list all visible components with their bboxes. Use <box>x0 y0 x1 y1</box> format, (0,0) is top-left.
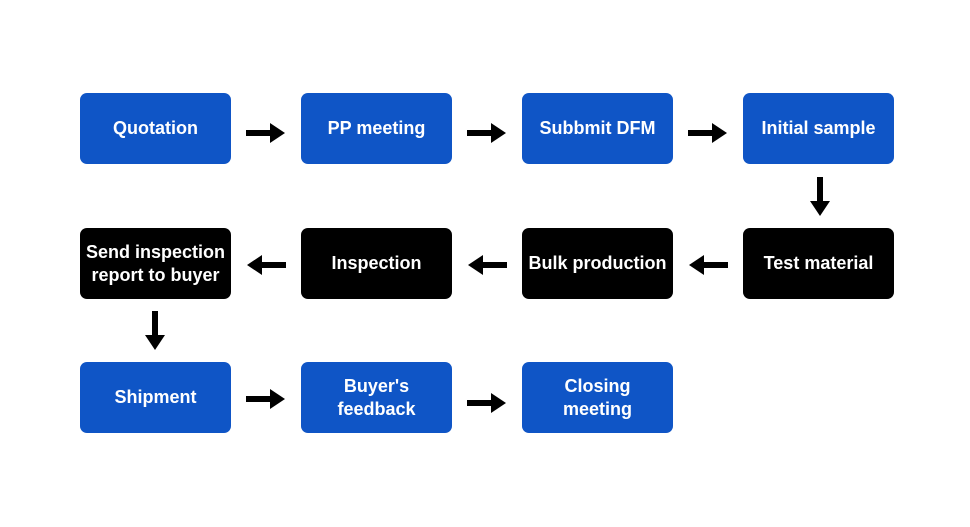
step-buyers-feedback: Buyer's feedback <box>301 362 452 433</box>
arrow-down-icon <box>144 311 166 351</box>
step-closing-meeting: Closing meeting <box>522 362 673 433</box>
arrow-right-icon <box>246 388 286 410</box>
arrow-left-icon <box>688 254 728 276</box>
arrow-left-icon <box>246 254 286 276</box>
step-pp-meeting: PP meeting <box>301 93 452 164</box>
arrow-right-icon <box>688 122 728 144</box>
step-send-inspection-report: Send inspection report to buyer <box>80 228 231 299</box>
arrow-right-icon <box>467 122 507 144</box>
step-inspection: Inspection <box>301 228 452 299</box>
step-initial-sample: Initial sample <box>743 93 894 164</box>
arrow-right-icon <box>467 392 507 414</box>
arrow-left-icon <box>467 254 507 276</box>
step-bulk-production: Bulk production <box>522 228 673 299</box>
step-shipment: Shipment <box>80 362 231 433</box>
step-quotation: Quotation <box>80 93 231 164</box>
step-test-material: Test material <box>743 228 894 299</box>
arrow-right-icon <box>246 122 286 144</box>
step-submit-dfm: Subbmit DFM <box>522 93 673 164</box>
arrow-down-icon <box>809 177 831 217</box>
